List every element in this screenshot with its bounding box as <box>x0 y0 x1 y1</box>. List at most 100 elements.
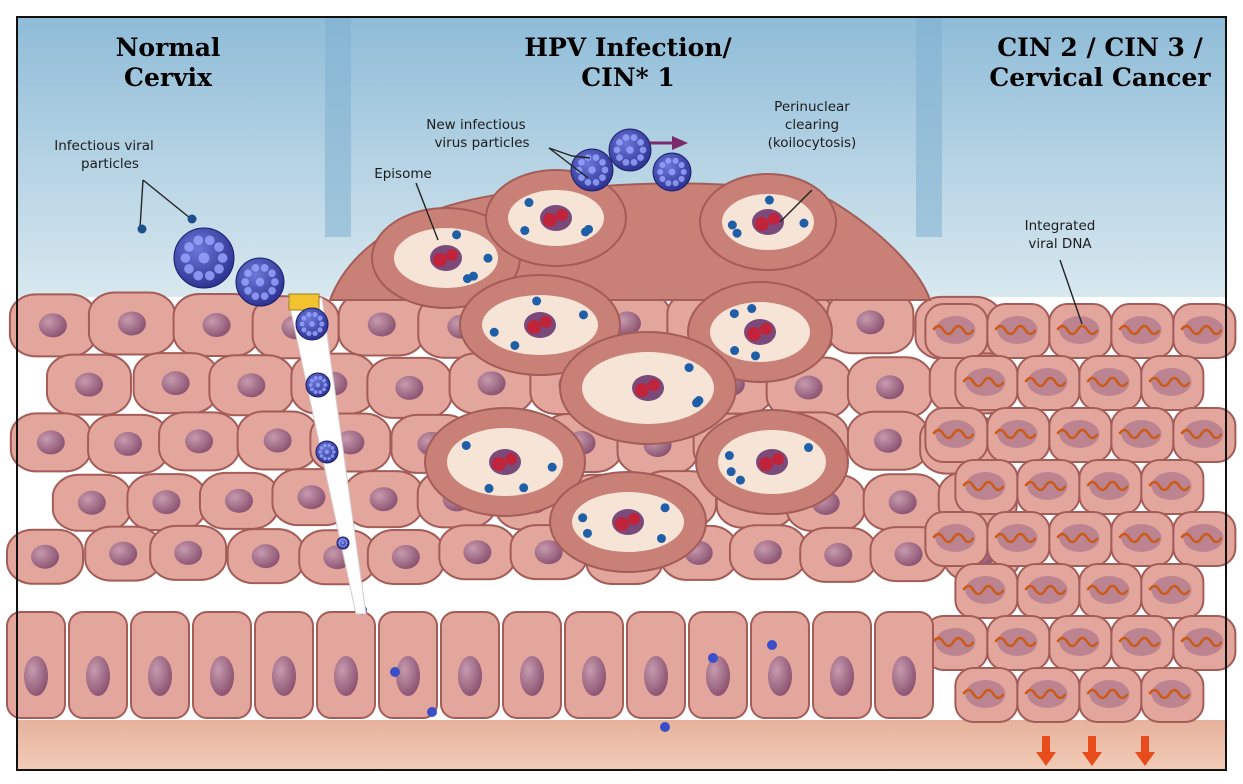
basal-cell <box>565 612 623 718</box>
cell-nucleus <box>889 490 917 514</box>
viral-dot <box>462 441 471 450</box>
panel-divider-left <box>325 17 351 237</box>
cell-nucleus <box>935 524 975 552</box>
squamous-cell <box>848 412 928 470</box>
cell-nucleus <box>1151 576 1191 604</box>
cell-nucleus <box>478 371 506 395</box>
dysplastic-cell <box>925 408 987 462</box>
basal-cell <box>627 612 685 718</box>
cell-nucleus <box>754 540 782 564</box>
dysplastic-cell <box>1079 668 1141 722</box>
basal-cell <box>689 612 747 718</box>
cell-nucleus <box>997 524 1037 552</box>
cell-nucleus <box>997 316 1037 344</box>
viral-dot <box>708 653 718 663</box>
squamous-cell <box>848 357 932 417</box>
cell-nucleus <box>458 656 482 696</box>
viral-dot <box>510 341 519 350</box>
cell-nucleus <box>1121 628 1161 656</box>
cell-nucleus <box>935 316 975 344</box>
label-episome: Episome <box>374 166 432 182</box>
dysplastic-cell <box>1049 616 1111 670</box>
viral-dot <box>725 451 734 460</box>
dysplastic-cell <box>1079 460 1141 514</box>
viral-dot <box>581 227 590 236</box>
squamous-cell <box>367 358 451 418</box>
viral-dot <box>694 396 703 405</box>
viral-dot <box>452 230 461 239</box>
dysplastic-cell <box>987 304 1049 358</box>
episome <box>505 453 517 465</box>
cell-nucleus <box>75 373 103 397</box>
cell-nucleus <box>1121 420 1161 448</box>
squamous-cell <box>89 292 175 354</box>
dysplastic-cell <box>1017 564 1079 618</box>
cell-nucleus <box>892 656 916 696</box>
squamous-cell <box>88 415 168 473</box>
viral-dot <box>728 221 737 230</box>
cell-nucleus <box>396 656 420 696</box>
viral-dot <box>524 198 533 207</box>
viral-dot <box>463 274 472 283</box>
dysplastic-cell <box>987 616 1049 670</box>
cell-nucleus <box>830 656 854 696</box>
dysplastic-cell <box>955 668 1017 722</box>
squamous-cell <box>800 528 876 582</box>
cell-nucleus <box>997 628 1037 656</box>
cell-nucleus <box>856 310 884 334</box>
viral-dot <box>660 722 670 732</box>
dysplastic-cell <box>1049 408 1111 462</box>
cell-nucleus <box>370 487 398 511</box>
dysplastic-cell <box>1111 616 1173 670</box>
cell-nucleus <box>1059 524 1099 552</box>
header-normal-line2: Cervix <box>124 63 213 92</box>
squamous-cell <box>134 353 218 413</box>
dysplastic-cell <box>1111 512 1173 566</box>
viral-dot <box>736 476 745 485</box>
cell-nucleus <box>225 489 253 513</box>
cell-nucleus <box>185 429 213 453</box>
viral-dot <box>657 534 666 543</box>
squamous-cell <box>150 526 226 580</box>
cell-nucleus <box>706 656 730 696</box>
header-cin-line1: CIN 2 / CIN 3 / <box>997 33 1203 62</box>
label-new-line2: virus particles <box>434 135 529 151</box>
viral-dot <box>730 346 739 355</box>
episome <box>755 217 769 231</box>
koilocyte-cell <box>550 472 706 572</box>
episome <box>527 320 541 334</box>
episome <box>615 517 629 531</box>
label-integrated-line2: viral DNA <box>1028 236 1092 252</box>
squamous-cell <box>209 355 293 415</box>
viral-dot <box>390 667 400 677</box>
cell-nucleus <box>795 376 823 400</box>
viral-dot <box>804 443 813 452</box>
episome <box>556 209 568 221</box>
koilocyte-cell <box>696 410 848 514</box>
viral-dot <box>532 297 541 306</box>
cell-nucleus <box>1183 628 1223 656</box>
header-hpv-line2: CIN* 1 <box>581 63 675 92</box>
basal-cell <box>379 612 437 718</box>
dysplastic-cell <box>1141 564 1203 618</box>
cell-nucleus <box>1183 524 1223 552</box>
cell-nucleus <box>392 545 420 569</box>
cell-nucleus <box>114 432 142 456</box>
basal-cell <box>131 612 189 718</box>
basal-cell <box>7 612 65 718</box>
squamous-cell <box>730 525 806 579</box>
cell-nucleus <box>935 628 975 656</box>
cell-nucleus <box>37 430 65 454</box>
label-infectious-line1: Infectious viral <box>54 138 154 154</box>
dysplastic-cell <box>1079 564 1141 618</box>
basal-cell <box>441 612 499 718</box>
cell-nucleus <box>1059 316 1099 344</box>
virion <box>316 441 338 463</box>
squamous-cell <box>228 529 304 583</box>
episome <box>768 213 780 225</box>
basal-cell-layer <box>7 605 933 732</box>
viral-dot <box>747 304 756 313</box>
viral-dot <box>765 196 774 205</box>
cell-nucleus <box>39 313 67 337</box>
